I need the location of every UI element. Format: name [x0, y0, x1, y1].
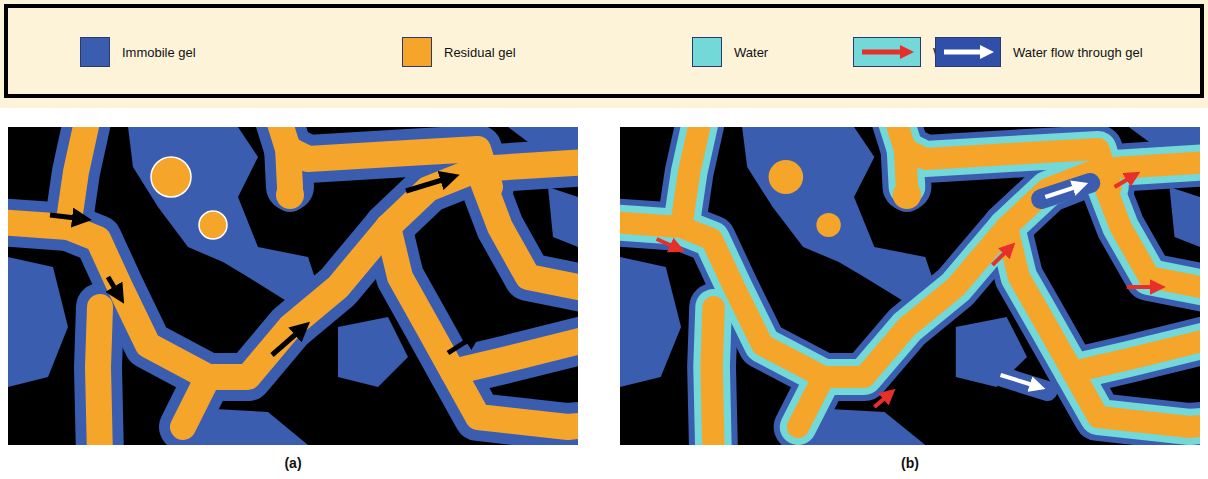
- legend-text: Residual gel: [444, 45, 516, 60]
- legend-swatch: [853, 37, 921, 67]
- legend-swatch: [402, 37, 432, 67]
- legend-text: Water flow through gel: [1013, 45, 1143, 60]
- legend-text: Water: [734, 45, 768, 60]
- panel-label: (b): [901, 455, 919, 471]
- legend-swatch: [80, 37, 110, 67]
- legend-text: Immobile gel: [122, 45, 196, 60]
- legend-swatch: [692, 37, 722, 67]
- legend-swatch: [935, 37, 1001, 67]
- panel-label: (a): [284, 455, 301, 471]
- legend-sample: [936, 38, 1000, 66]
- legend-sample: [854, 38, 920, 66]
